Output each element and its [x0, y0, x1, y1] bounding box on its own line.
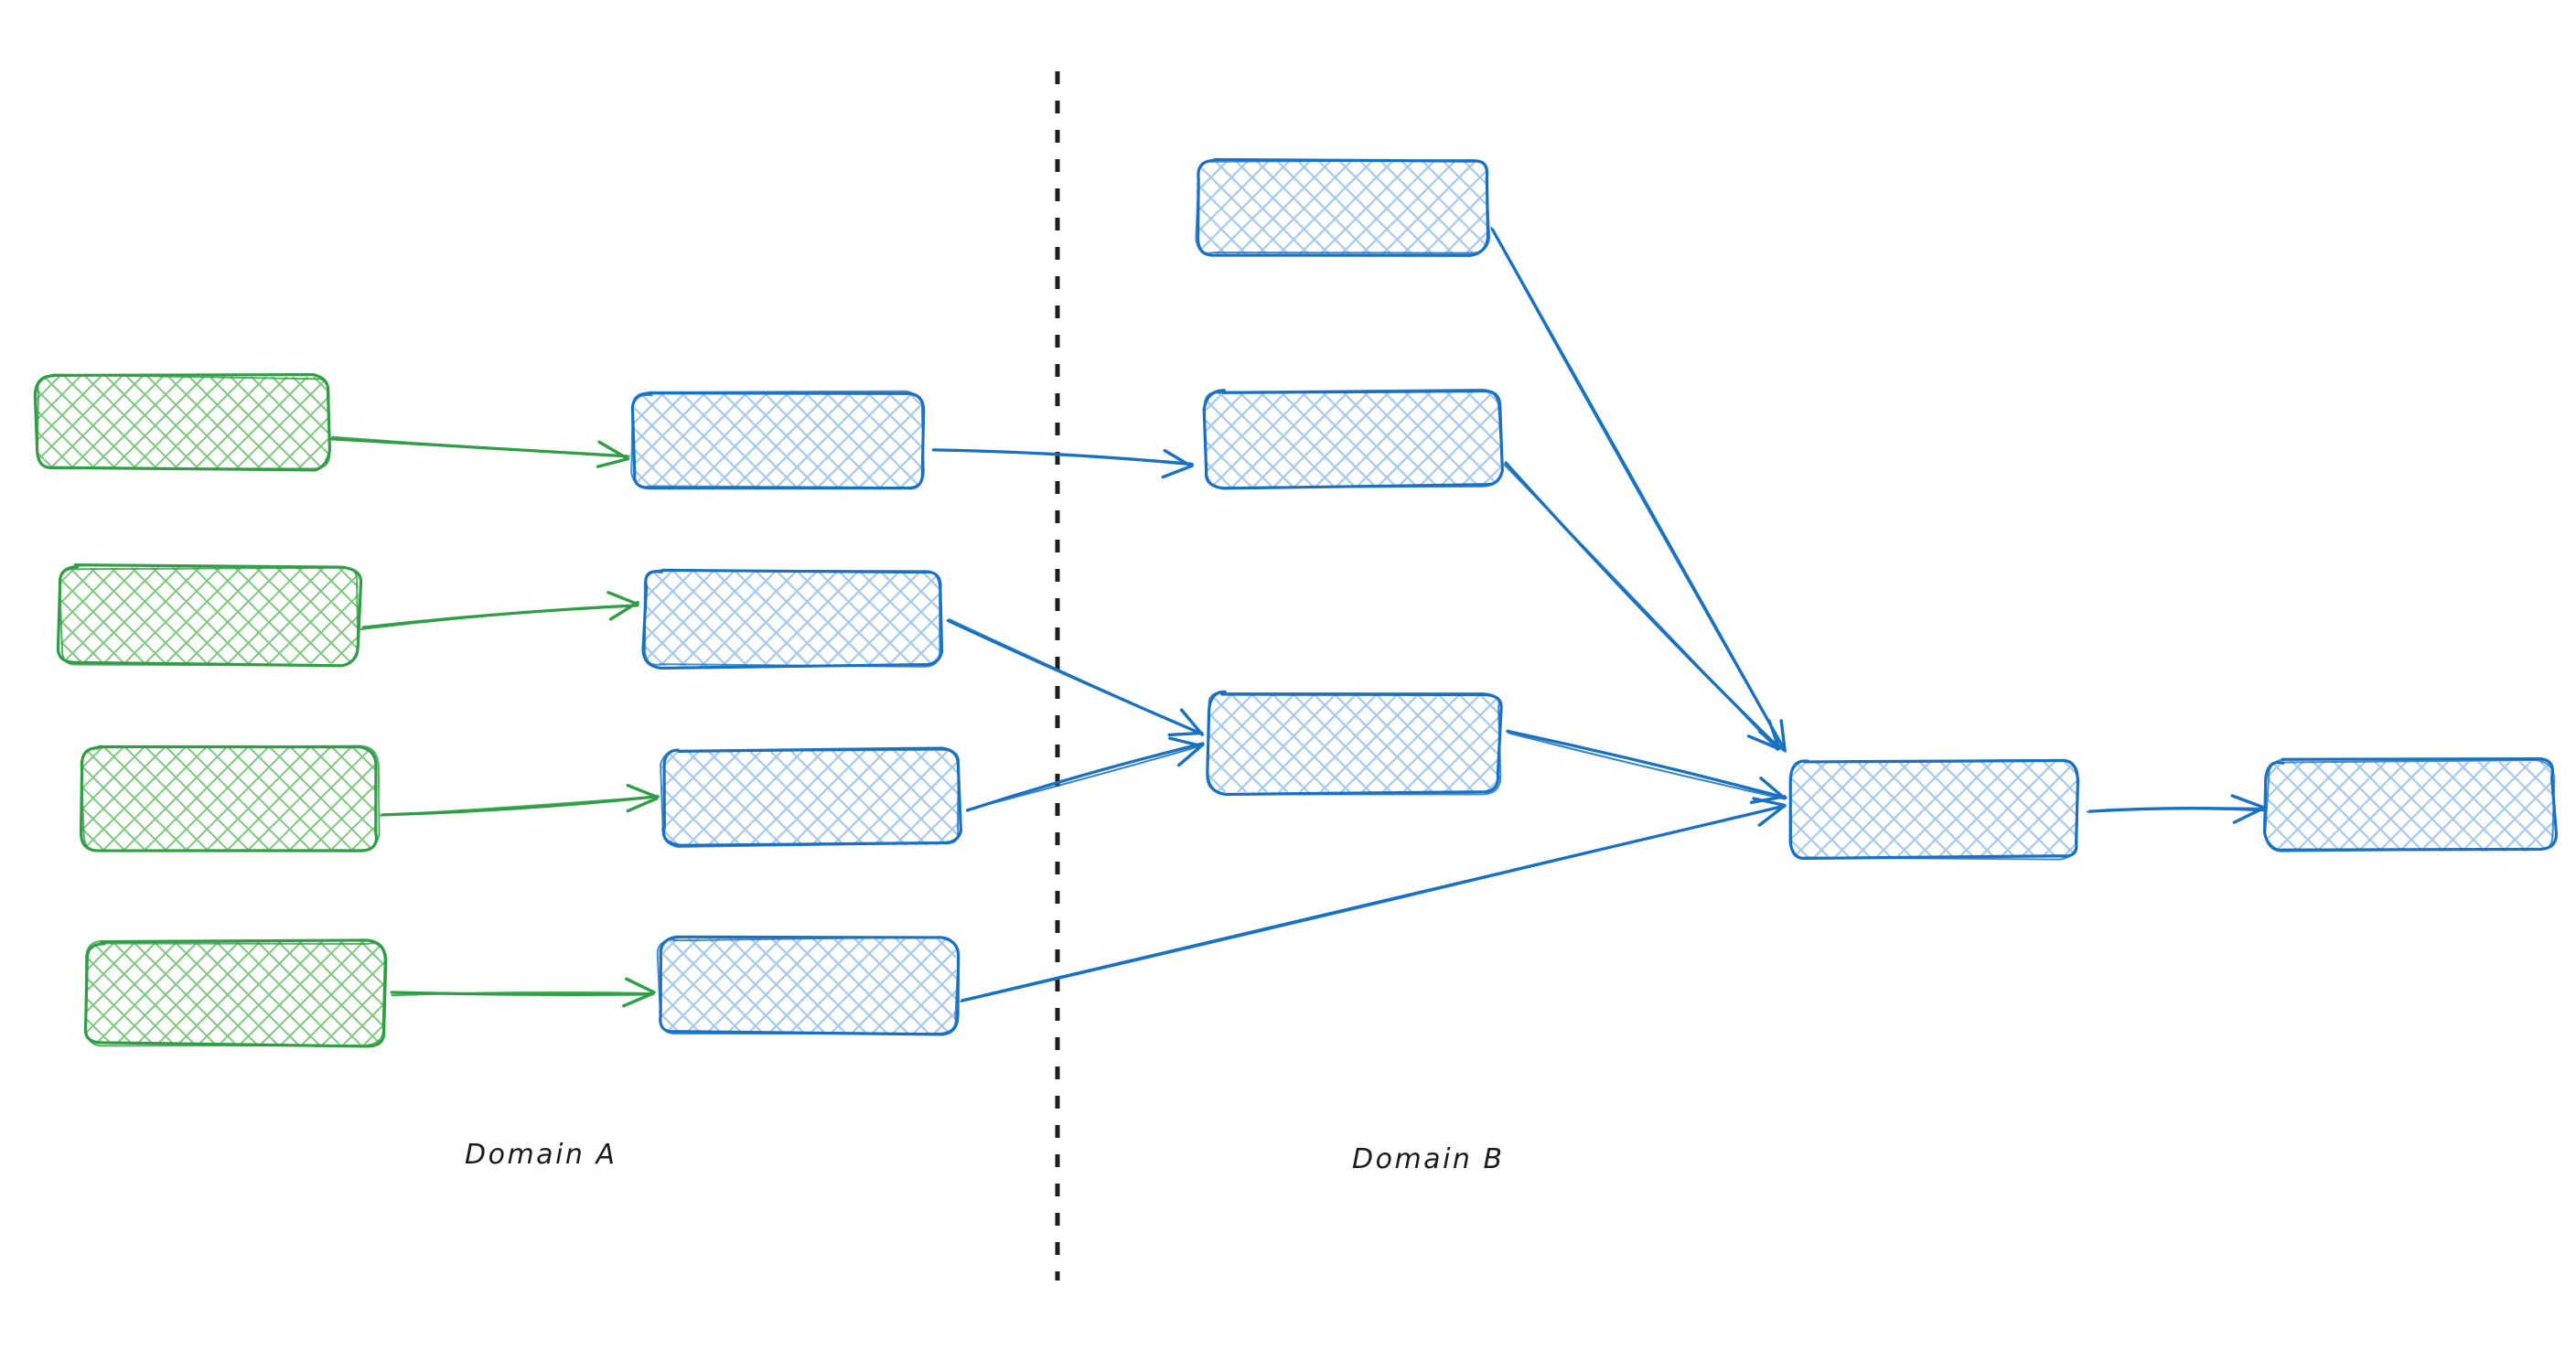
node-hit-a1[interactable] — [37, 377, 329, 468]
node-b3[interactable] — [660, 746, 962, 848]
node-b4[interactable] — [656, 935, 961, 1036]
node-c1[interactable] — [1195, 157, 1491, 257]
node-b2[interactable] — [641, 568, 944, 670]
edge-a3-to-b3 — [380, 783, 660, 817]
node-hit-c1[interactable] — [1197, 161, 1487, 254]
node-hit-a4[interactable] — [86, 942, 384, 1045]
edge-c1-to-hub — [1490, 227, 1787, 753]
node-hit-b1[interactable] — [633, 393, 924, 488]
edge-a1-to-b1 — [327, 435, 630, 468]
edge-c2-to-hub — [1503, 461, 1781, 752]
node-a4[interactable] — [83, 938, 388, 1048]
node-final[interactable] — [2262, 756, 2559, 852]
node-c2[interactable] — [1202, 388, 1504, 490]
node-hit-c3[interactable] — [1208, 693, 1500, 792]
edge-a4-to-b4 — [390, 977, 656, 1008]
edge-b3-to-c3 — [965, 736, 1205, 812]
node-hit-c2[interactable] — [1206, 391, 1500, 487]
node-hit-a2[interactable] — [60, 567, 359, 664]
node-hit-b2[interactable] — [644, 571, 940, 666]
node-a3[interactable] — [79, 745, 381, 852]
node-a1[interactable] — [33, 372, 332, 472]
node-hit-hub[interactable] — [1791, 761, 2078, 858]
node-c3[interactable] — [1206, 690, 1503, 797]
domain-a-label: Domain A — [465, 1139, 617, 1171]
node-hub[interactable] — [1788, 758, 2080, 861]
edge-hub-to-final — [2086, 794, 2265, 824]
node-hit-final[interactable] — [2267, 761, 2554, 851]
edge-c3-to-hub — [1506, 729, 1787, 805]
node-hit-b4[interactable] — [659, 938, 957, 1034]
node-a2[interactable] — [56, 563, 363, 668]
edges-layer — [327, 227, 2265, 1008]
nodes-layer — [33, 157, 2559, 1048]
edge-a2-to-b2 — [360, 591, 639, 631]
node-hit-a3[interactable] — [82, 748, 377, 851]
edge-b4-to-hub — [960, 797, 1787, 1002]
edge-b1-to-c2 — [931, 448, 1194, 479]
edge-b2-to-c3 — [946, 618, 1204, 737]
domain-b-label: Domain B — [1352, 1143, 1505, 1175]
node-b1[interactable] — [630, 390, 926, 490]
node-hit-b3[interactable] — [662, 750, 959, 845]
